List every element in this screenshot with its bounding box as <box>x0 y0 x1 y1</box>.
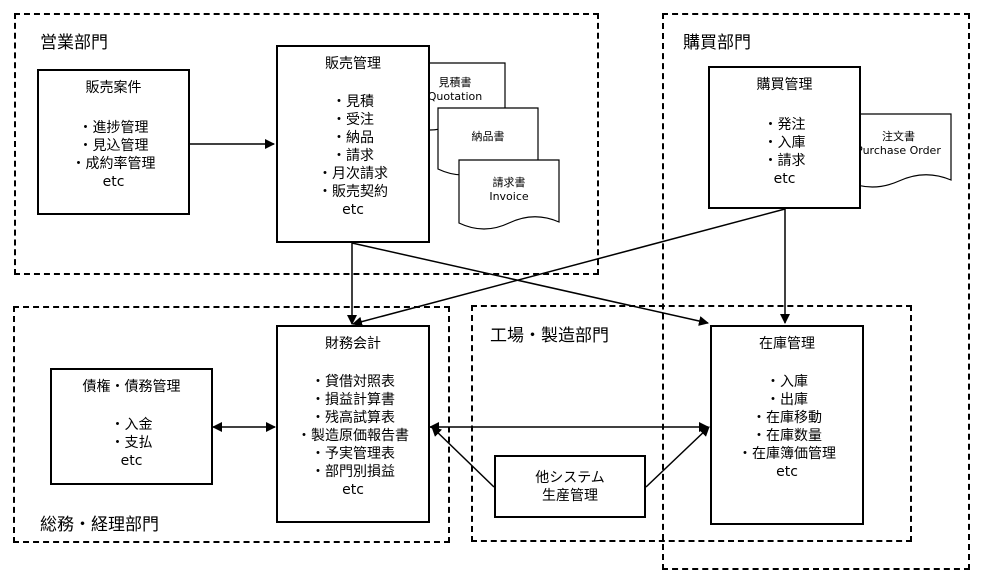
delivery-jp-label: 納品書 <box>471 130 505 143</box>
financial-accounting-etc: etc <box>342 482 364 498</box>
sales-department-label: 営業部門 <box>40 33 108 53</box>
inventory-management-etc: etc <box>776 464 798 480</box>
financial-accounting-item: ・製造原価報告書 <box>297 428 409 444</box>
sales-management-item: ・受注 <box>332 112 374 128</box>
sales-cases-title: 販売案件 <box>85 80 142 96</box>
financial-accounting-item: ・残高試算表 <box>311 410 395 426</box>
sales-management-item: ・請求 <box>332 148 374 164</box>
receivables-payables-item: ・支払 <box>110 435 153 451</box>
invoice-document-shape <box>458 159 560 230</box>
receivables-payables-item: ・入金 <box>110 417 153 433</box>
purchase-order-document: 注文書 Purchase Order <box>846 130 951 158</box>
financial-accounting-item: ・予実管理表 <box>311 446 395 462</box>
purchasing-management-item: ・請求 <box>763 153 806 169</box>
arrow-other-system-to-inventory <box>645 426 710 488</box>
purchasing-management-item: ・入庫 <box>763 135 806 151</box>
delivery-document: 納品書 <box>438 130 538 144</box>
sales-management-item: ・販売契約 <box>318 184 388 200</box>
sales-cases-etc: etc <box>102 174 125 190</box>
financial-accounting-title: 財務会計 <box>325 336 381 352</box>
financial-accounting-item: ・貸借対照表 <box>311 374 395 390</box>
invoice-en-label: Invoice <box>489 190 529 203</box>
sales-cases-item: ・見込管理 <box>78 138 149 154</box>
sales-cases-item: ・進捗管理 <box>78 120 149 136</box>
financial-accounting-item: ・損益計算書 <box>311 392 395 408</box>
arrow-sales-mgmt-to-inventory <box>351 242 709 326</box>
purchasing-department-region <box>662 13 970 570</box>
sales-management-etc: etc <box>342 202 364 218</box>
inventory-management-item: ・在庫簿価管理 <box>738 446 836 462</box>
sales-department-region <box>14 13 599 275</box>
sales-management-item: ・月次請求 <box>318 166 388 182</box>
purchase-order-jp-label: 注文書 <box>882 130 915 143</box>
sales-management-item: ・見積 <box>332 94 374 110</box>
general-accounting-department-label: 総務・経理部門 <box>40 515 159 535</box>
financial-accounting-item: ・部門別損益 <box>311 464 395 480</box>
arrow-other-system-to-finance <box>431 426 495 488</box>
purchasing-management-title: 購買管理 <box>756 77 813 93</box>
other-system-line1: 他システム <box>535 470 605 486</box>
inventory-management-box: 在庫管理 ・入庫 ・出庫 ・在庫移動 ・在庫数量 ・在庫簿価管理 etc <box>710 325 864 525</box>
quotation-en-label: Quotation <box>427 90 483 103</box>
sales-cases-box: 販売案件 ・進捗管理 ・見込管理 ・成約率管理 etc <box>37 69 190 215</box>
inventory-management-item: ・在庫移動 <box>752 410 822 426</box>
receivables-payables-box: 債権・債務管理 ・入金 ・支払 etc <box>50 368 213 485</box>
quotation-document: 見積書 Quotation <box>405 76 505 104</box>
other-system-box: 他システム 生産管理 <box>494 455 646 518</box>
inventory-management-item: ・入庫 <box>766 374 808 390</box>
arrow-purchasing-to-finance <box>352 208 786 327</box>
sales-management-item: ・納品 <box>332 130 374 146</box>
purchase-order-en-label: Purchase Order <box>856 144 941 157</box>
invoice-jp-label: 請求書 <box>492 176 526 189</box>
sales-management-title: 販売管理 <box>325 56 381 72</box>
other-system-line2: 生産管理 <box>542 488 598 504</box>
inventory-management-item: ・在庫数量 <box>752 428 822 444</box>
invoice-document: 請求書 Invoice <box>459 176 559 204</box>
receivables-payables-etc: etc <box>120 453 143 469</box>
quotation-jp-label: 見積書 <box>438 76 472 89</box>
factory-department-label: 工場・製造部門 <box>490 326 609 346</box>
inventory-management-item: ・出庫 <box>766 392 808 408</box>
purchasing-management-item: ・発注 <box>763 117 806 133</box>
inventory-management-title: 在庫管理 <box>759 336 815 352</box>
purchasing-department-label: 購買部門 <box>683 33 751 53</box>
sales-cases-item: ・成約率管理 <box>71 156 156 172</box>
purchasing-management-etc: etc <box>773 171 796 187</box>
financial-accounting-box: 財務会計 ・貸借対照表 ・損益計算書 ・残高試算表 ・製造原価報告書 ・予実管理… <box>276 325 430 523</box>
sales-management-box: 販売管理 ・見積 ・受注 ・納品 ・請求 ・月次請求 ・販売契約 etc <box>276 45 430 243</box>
purchasing-management-box: 購買管理 ・発注 ・入庫 ・請求 etc <box>708 66 861 209</box>
receivables-payables-title: 債権・債務管理 <box>82 379 181 395</box>
